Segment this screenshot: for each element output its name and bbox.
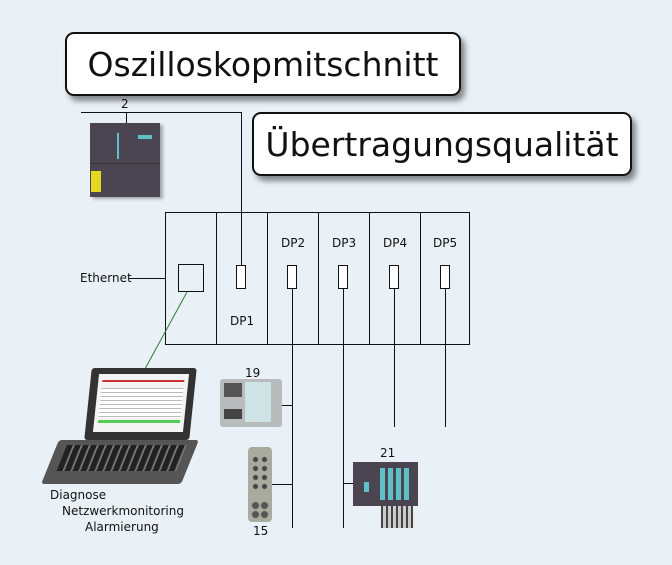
dp2-label: DP2 xyxy=(281,236,306,250)
plc-label: 2 xyxy=(121,97,129,111)
device-15-icon xyxy=(248,447,272,522)
line-dp5 xyxy=(445,289,446,427)
caption-alarming: Alarmierung xyxy=(85,520,159,534)
line-dp2 xyxy=(292,289,293,528)
dp4-label: DP4 xyxy=(383,236,408,250)
callout-oscilloscope: Oszilloskopmitschnitt xyxy=(65,32,461,96)
line-dp3 xyxy=(343,289,344,528)
device-21-label: 21 xyxy=(380,446,396,460)
rack xyxy=(165,212,470,345)
line-plc-bus xyxy=(81,112,242,113)
device-21-icon xyxy=(353,462,418,528)
caption-diagnose: Diagnose xyxy=(50,488,107,502)
rack-divider xyxy=(318,212,319,345)
device-19-label: 19 xyxy=(245,366,261,380)
dp1-connector xyxy=(236,265,246,289)
rack-divider xyxy=(420,212,421,345)
device-15-label: 15 xyxy=(253,524,269,538)
dp1-label: DP1 xyxy=(230,314,255,328)
ethernet-port xyxy=(178,264,204,292)
line-ethernet-label xyxy=(129,278,165,279)
rack-divider xyxy=(216,212,217,345)
plc-cpu-icon xyxy=(90,123,160,197)
dp3-label: DP3 xyxy=(332,236,357,250)
dp2-connector xyxy=(287,265,297,289)
rack-divider xyxy=(267,212,268,345)
caption-network-monitoring: Netzwerkmonitoring xyxy=(62,504,184,518)
laptop-icon xyxy=(41,368,199,486)
device-19-icon xyxy=(220,379,282,427)
callout-transmission-quality: Übertragungsqualität xyxy=(252,112,632,176)
dp5-connector xyxy=(440,265,450,289)
line-plc-to-dp1 xyxy=(241,112,242,265)
line-dp4 xyxy=(394,289,395,427)
ethernet-label: Ethernet xyxy=(80,271,132,285)
line-plc-drop xyxy=(126,112,127,124)
rack-divider xyxy=(369,212,370,345)
line-device-15 xyxy=(272,484,292,485)
line-device-21 xyxy=(343,483,353,484)
dp5-label: DP5 xyxy=(433,236,458,250)
dp4-connector xyxy=(389,265,399,289)
line-device-19 xyxy=(282,405,292,406)
dp3-connector xyxy=(338,265,348,289)
